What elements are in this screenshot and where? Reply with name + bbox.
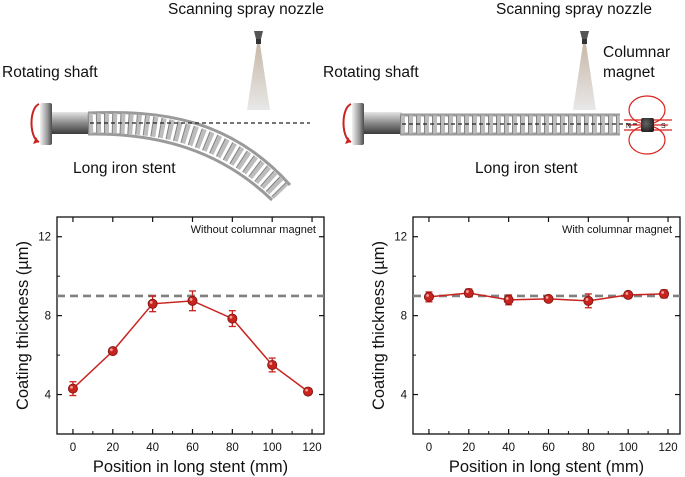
data-point — [623, 289, 634, 300]
data-point — [267, 359, 278, 370]
right-rotation-arrow-icon — [342, 103, 352, 144]
left-shaft-cap — [40, 103, 52, 145]
x-tick-label: 120 — [302, 442, 321, 454]
data-point-highlight — [625, 292, 629, 295]
left-nozzle-label: Scanning spray nozzle — [168, 1, 324, 18]
right-stent-label: Long iron stent — [475, 160, 578, 177]
y-tick-label: 12 — [38, 232, 51, 244]
left-stent-label: Long iron stent — [73, 160, 176, 177]
magnet-label-line1: Columnar — [603, 44, 670, 61]
data-point — [303, 386, 314, 397]
data-point — [227, 313, 238, 324]
data-point-highlight — [109, 348, 113, 352]
data-point-highlight — [465, 290, 469, 293]
y-tick-label: 8 — [45, 311, 51, 323]
data-point-highlight — [505, 297, 509, 300]
right-illustration: Scanning spray nozzle Columnar magnet Ro… — [323, 1, 672, 177]
x-tick-label: 100 — [263, 442, 282, 454]
data-point-highlight — [149, 301, 153, 304]
data-point — [583, 295, 594, 306]
columnar-magnet-icon — [641, 118, 654, 132]
data-point — [503, 294, 514, 305]
y-axis-label: Coating thickness (µm) — [14, 241, 32, 410]
x-tick-label: 40 — [502, 442, 515, 454]
left-rotating-shaft — [52, 112, 90, 134]
magnet-pole-s: S — [661, 123, 666, 130]
data-point — [187, 295, 198, 306]
data-point-highlight — [585, 298, 589, 301]
right-nozzle-label: Scanning spray nozzle — [496, 1, 652, 18]
right-rotating-shaft — [364, 112, 402, 134]
left-bent-stent-icon — [87, 110, 292, 202]
magnet-label-line2: magnet — [603, 64, 655, 81]
x-tick-label: 100 — [619, 442, 638, 454]
data-point — [543, 293, 554, 304]
plot-annotation: Without columnar magnet — [191, 224, 316, 236]
plot-frame — [412, 216, 681, 435]
right-shaft-label: Rotating shaft — [323, 64, 419, 81]
x-tick-label: 0 — [70, 442, 76, 454]
data-point — [67, 383, 78, 394]
left-shaft-label: Rotating shaft — [2, 64, 98, 81]
x-axis-label: Position in long stent (mm) — [93, 458, 288, 476]
data-point — [107, 346, 118, 357]
y-tick-label: 4 — [45, 390, 52, 402]
plot-frame — [56, 216, 325, 435]
data-point — [463, 287, 474, 298]
left-rotation-arrow-icon — [30, 103, 40, 144]
right-spray-nozzle-icon — [573, 31, 596, 110]
x-tick-label: 0 — [426, 442, 432, 454]
x-tick-label: 60 — [542, 442, 555, 454]
x-tick-label: 40 — [146, 442, 159, 454]
x-tick-label: 80 — [582, 442, 595, 454]
data-point — [147, 298, 158, 309]
x-axis-label: Position in long stent (mm) — [449, 458, 644, 476]
data-point-highlight — [305, 388, 309, 392]
data-point-highlight — [189, 298, 193, 301]
data-point-highlight — [545, 296, 549, 299]
series-line — [72, 300, 309, 393]
x-tick-label: 120 — [658, 442, 677, 454]
data-point — [659, 288, 670, 299]
x-tick-label: 60 — [186, 442, 199, 454]
data-point-highlight — [70, 385, 73, 389]
y-tick-label: 8 — [401, 311, 407, 323]
left-illustration: Scanning spray nozzle Rotating shaft Lon… — [2, 1, 324, 202]
y-axis-label: Coating thickness (µm) — [370, 241, 388, 410]
x-tick-label: 20 — [462, 442, 475, 454]
data-point-highlight — [661, 291, 665, 294]
magnet-pole-n: N — [626, 123, 631, 130]
x-tick-label: 20 — [106, 442, 119, 454]
left-spray-nozzle-icon — [247, 31, 270, 110]
data-point-highlight — [269, 362, 273, 365]
data-point — [423, 291, 434, 302]
x-tick-label: 80 — [226, 442, 239, 454]
right-shaft-cap — [352, 103, 364, 145]
plot-annotation: With columnar magnet — [562, 224, 672, 236]
y-tick-label: 4 — [401, 390, 408, 402]
right-straight-stent-icon — [400, 113, 620, 136]
y-tick-label: 12 — [394, 232, 407, 244]
data-point-highlight — [426, 294, 429, 297]
data-point-highlight — [229, 315, 233, 319]
